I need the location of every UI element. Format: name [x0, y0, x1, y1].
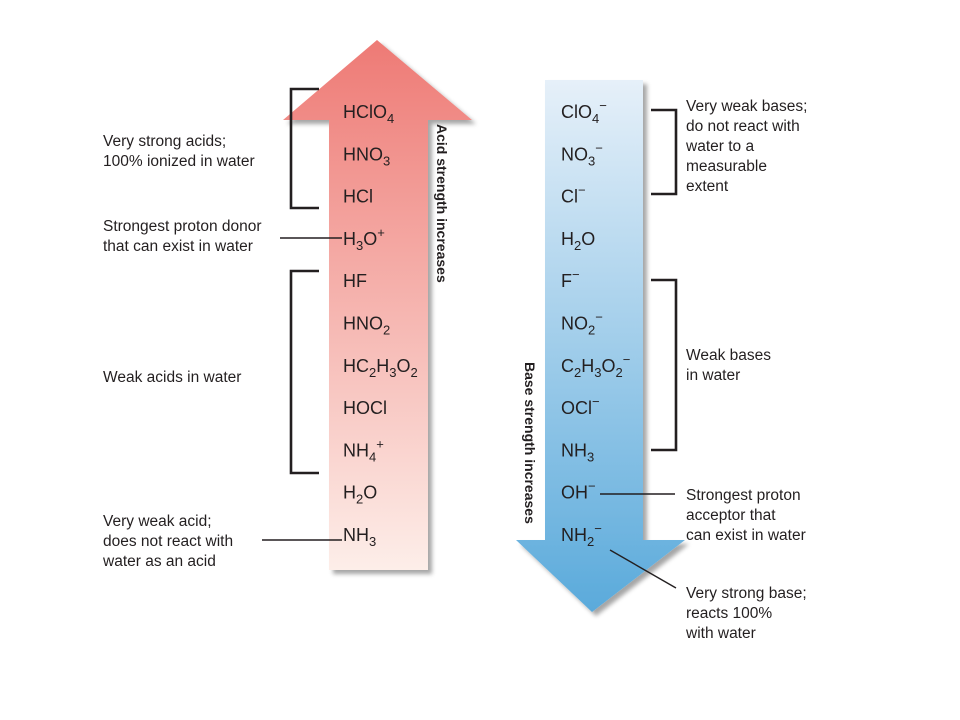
base-species-9: OH−​ [561, 479, 596, 503]
acid-species-7: HOCl [343, 398, 387, 418]
base-species-5: NO2​−​ [561, 310, 603, 338]
very-strong-acids-bracket [289, 87, 319, 210]
weak-acids-bracket [289, 269, 319, 475]
base-species-6: C2​H3​O2​−​ [561, 352, 630, 380]
very-weak-bases-bracket [651, 108, 678, 196]
base-species-0: ClO4​−​ [561, 98, 607, 126]
base-strength-title: Base strength increases [522, 362, 538, 524]
base-species-3: H2​O [561, 229, 595, 253]
base-species-10: NH2​−​ [561, 521, 602, 549]
acid-species-9: H2​O [343, 483, 377, 507]
very-strong-acids-label: Very strong acids;100% ionized in water [103, 133, 255, 170]
acid-species-5: HNO2​ [343, 314, 390, 338]
base-species-1: NO3​−​ [561, 140, 603, 168]
acid-strength-arrow [283, 40, 472, 570]
base-species-4: F−​ [561, 267, 580, 291]
weak-acids-label: Weak acids in water [103, 369, 241, 386]
base-species-8: NH3​ [561, 440, 594, 464]
base-species-2: Cl−​ [561, 183, 586, 207]
acid-species-6: HC2​H3​O2​ [343, 356, 418, 380]
acid-species-10: NH3​ [343, 525, 376, 549]
base-species-list: ClO4​−​ NO3​−​ Cl−​ H2​O F−​ NO2​−​ C2​H3​O2​−… [561, 98, 630, 549]
weak-bases-bracket [651, 278, 678, 452]
very-strong-base-leader [609, 549, 677, 589]
very-strong-base-label: Very strong base;reacts 100%with water [685, 585, 807, 642]
base-species-7: OCl−​ [561, 394, 600, 418]
acid-species-4: HF [343, 271, 367, 291]
base-strength-arrow [516, 80, 685, 612]
acid-species-1: HNO3​ [343, 144, 390, 168]
acid-species-8: NH4​+​ [343, 436, 384, 464]
acid-species-3: H3​O+​ [343, 225, 385, 253]
acid-strength-title: Acid strength increases [434, 124, 450, 283]
acid-species-2: HCl [343, 187, 373, 207]
acid-species-0: HClO4​ [343, 102, 394, 126]
